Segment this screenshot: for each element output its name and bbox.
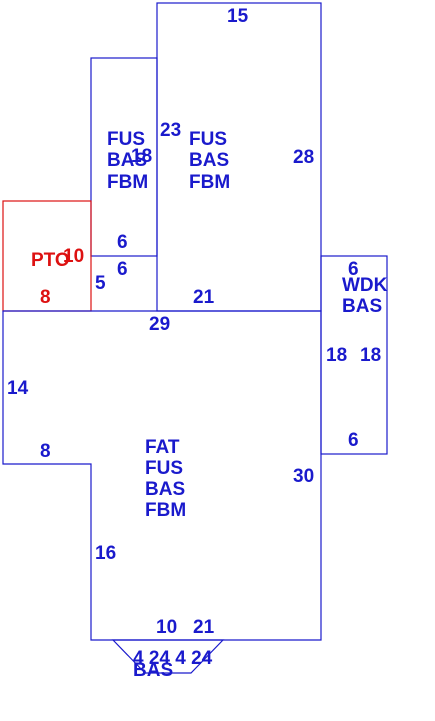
dim-bay: 4 24 4 24 bbox=[133, 648, 213, 669]
dim-upper-left-bottom-a: 6 bbox=[117, 232, 128, 253]
dim-upper-bottom: 21 bbox=[193, 287, 215, 308]
upper-left-label-3: FBM bbox=[107, 172, 148, 193]
lower-main-label-4: FBM bbox=[145, 500, 186, 521]
dim-wdk-bottom: 6 bbox=[348, 430, 359, 451]
outlines bbox=[2, 2, 388, 674]
dim-pto-side: 5 bbox=[95, 273, 106, 294]
dim-lower-right: 30 bbox=[293, 466, 314, 487]
upper-left-label-2: BAS bbox=[107, 150, 147, 171]
wdk-label-2: BAS bbox=[342, 296, 382, 317]
dim-lower-left: 14 bbox=[7, 378, 29, 399]
dim-wdk-top: 6 bbox=[348, 259, 359, 280]
lower-main-label-3: BAS bbox=[145, 479, 185, 500]
lower-main-outline bbox=[2, 310, 322, 641]
dim-pto-right: 10 bbox=[63, 246, 84, 267]
upper-left-overlap-dim: 18 bbox=[131, 146, 152, 167]
dim-lower-notch: 8 bbox=[40, 441, 51, 462]
dim-lower-top: 29 bbox=[149, 314, 170, 335]
lower-main-label-2: FUS bbox=[145, 458, 183, 479]
dim-top: 15 bbox=[227, 6, 249, 27]
dim-upper-left-bottom-b: 6 bbox=[117, 259, 128, 280]
upper-left-label-1: FUS bbox=[107, 129, 145, 150]
dim-lower-inner-left: 16 bbox=[95, 543, 116, 564]
upper-main-label-2: BAS bbox=[189, 150, 229, 171]
upper-main-label-3: FBM bbox=[189, 172, 230, 193]
dim-wdk-left: 18 bbox=[326, 345, 347, 366]
area-labels: FUS BAS FBM FUS BAS FBM 18 PTO WDK BAS F… bbox=[31, 129, 388, 681]
dim-pto-bottom: 8 bbox=[40, 287, 51, 308]
bay-outline bbox=[111, 639, 225, 674]
dim-upper-inner: 23 bbox=[160, 120, 181, 141]
upper-left-outline bbox=[90, 57, 158, 257]
dim-upper-right: 28 bbox=[293, 147, 314, 168]
upper-main-label-1: FUS bbox=[189, 129, 227, 150]
lower-main-label-1: FAT bbox=[145, 437, 180, 458]
dimension-labels: 15 28 23 6 6 21 10 8 5 6 18 18 6 29 14 8… bbox=[7, 6, 381, 669]
dim-lower-bottom-a: 10 bbox=[156, 617, 177, 638]
dim-lower-bottom-b: 21 bbox=[193, 617, 215, 638]
wdk-label-1: WDK bbox=[342, 275, 388, 296]
dim-wdk-right: 18 bbox=[360, 345, 381, 366]
bay-label: BAS bbox=[133, 660, 173, 681]
pto-label: PTO bbox=[31, 250, 70, 271]
